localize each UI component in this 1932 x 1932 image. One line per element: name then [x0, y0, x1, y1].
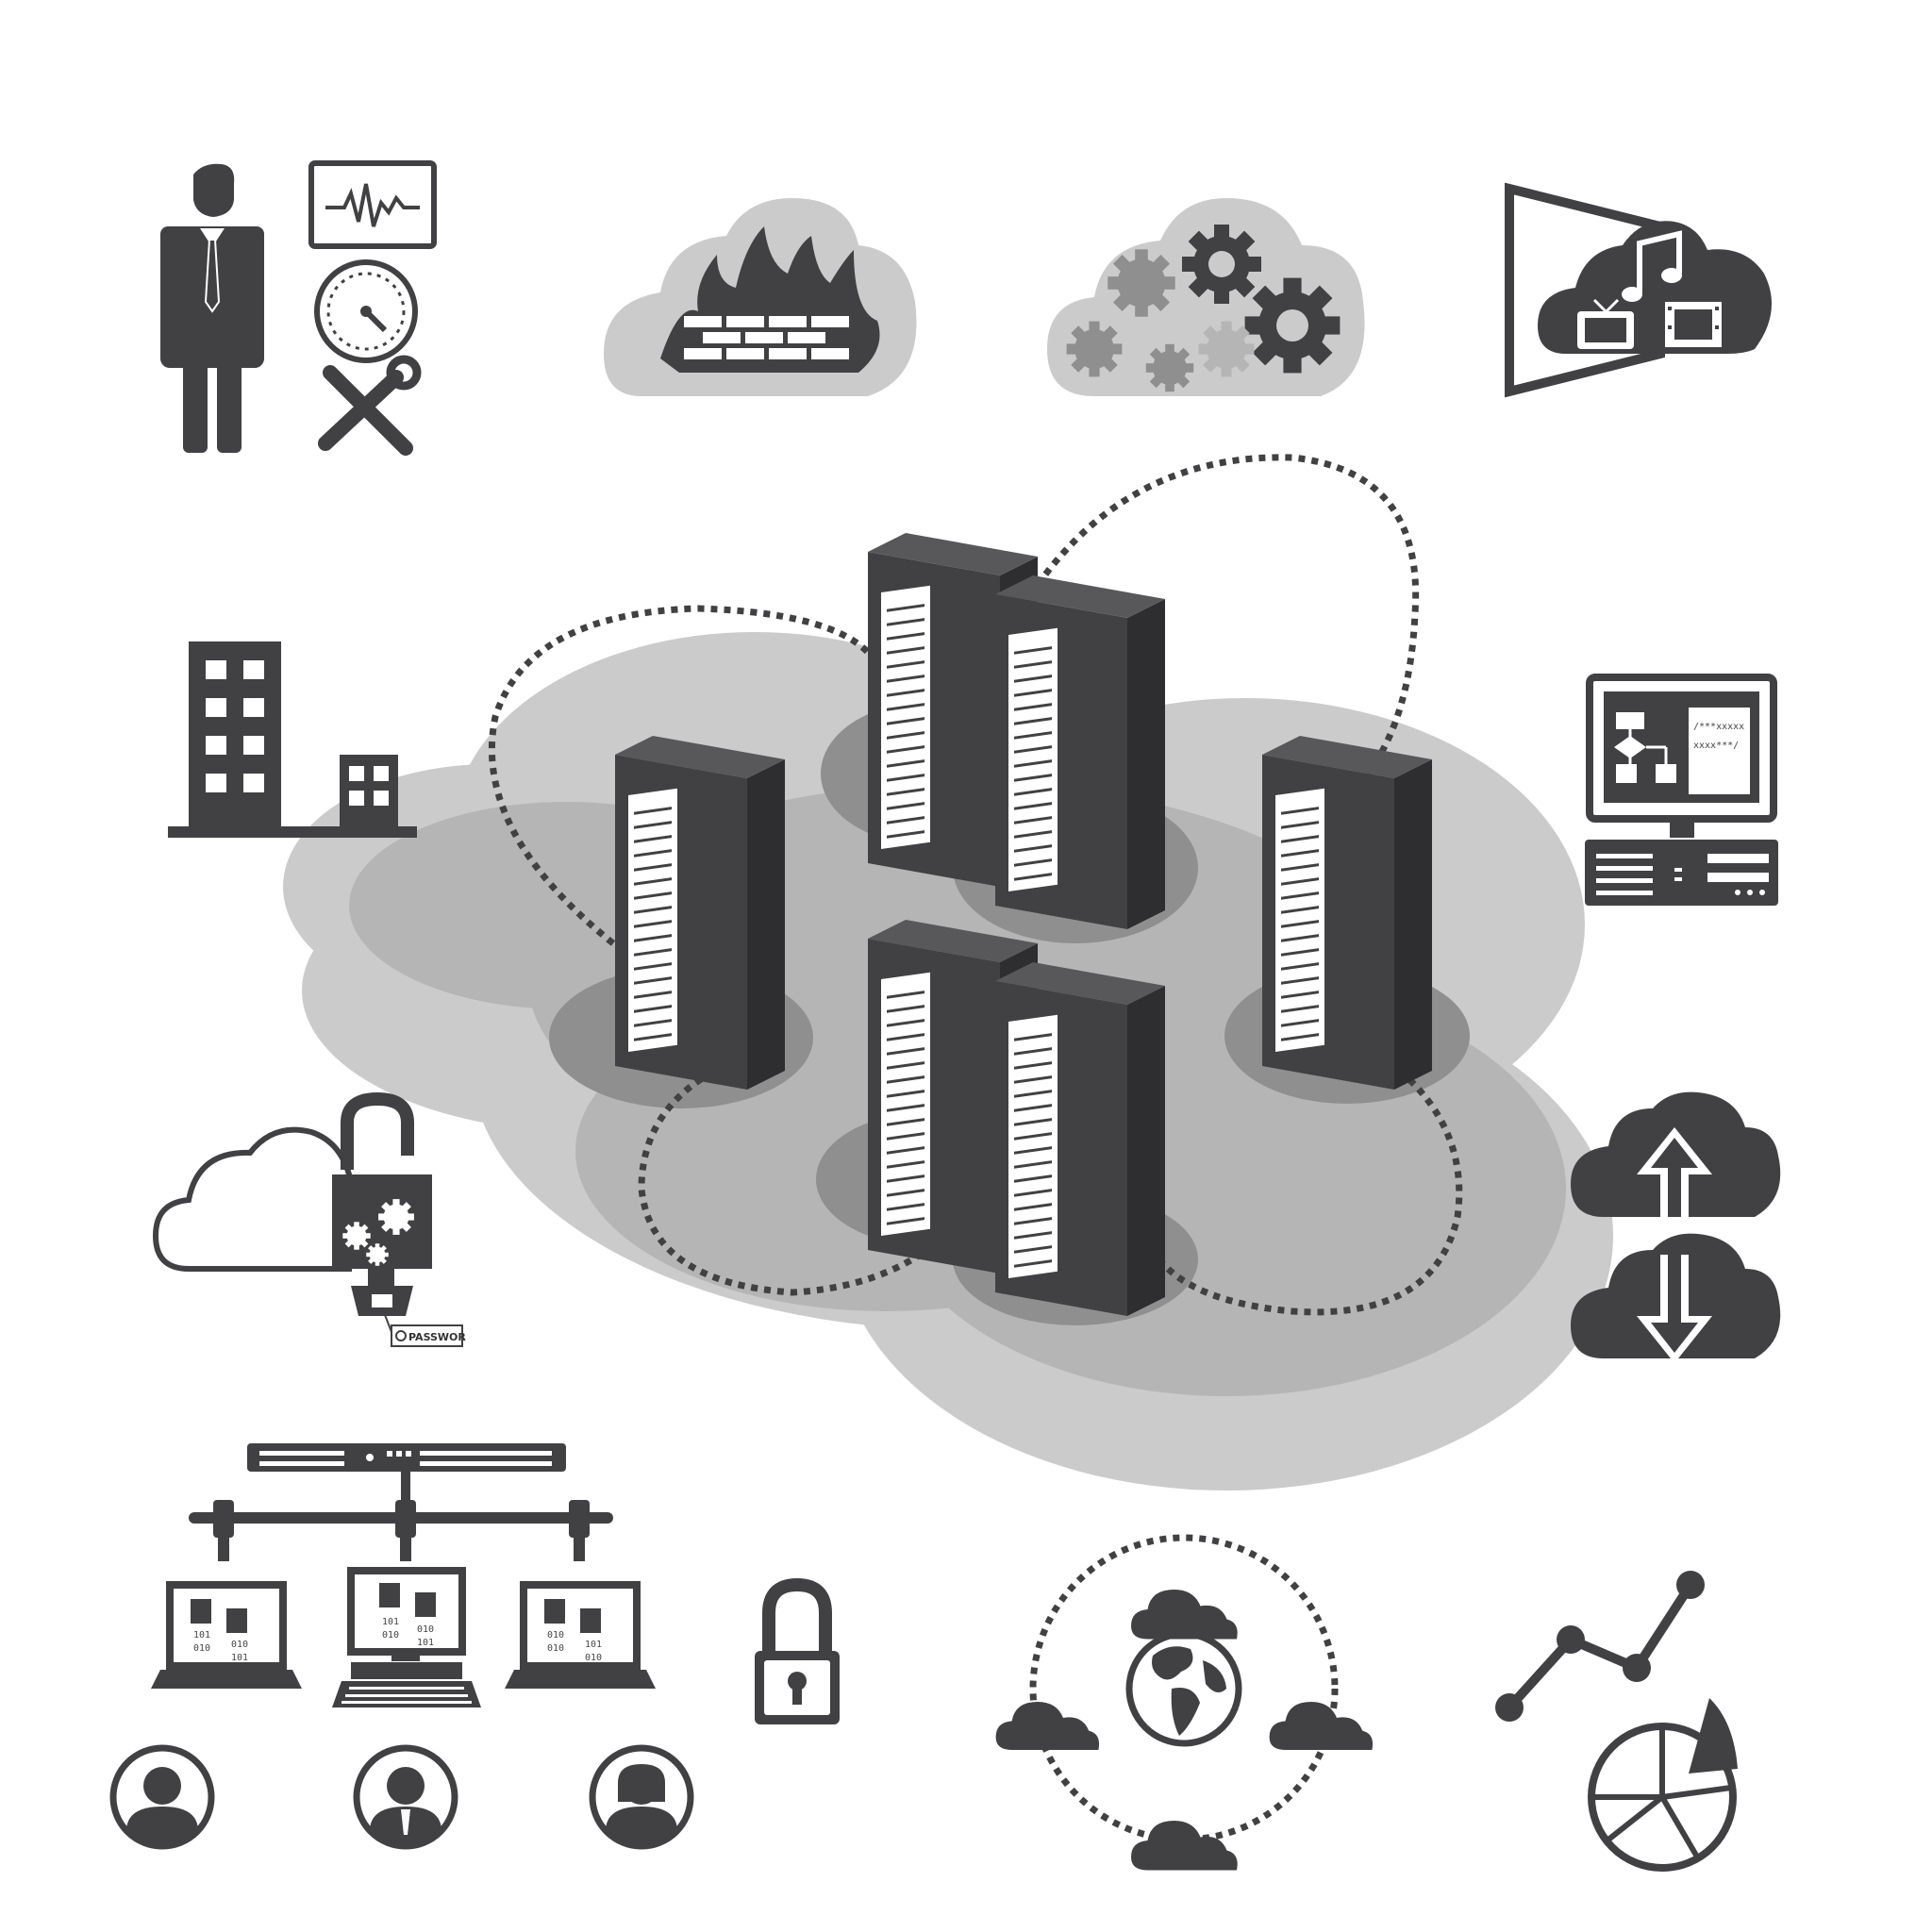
- code-line-1: /***xxxxx: [1693, 722, 1744, 732]
- binary-line: 010: [193, 1643, 210, 1654]
- cloud-upload-icon: [1571, 1091, 1781, 1217]
- binary-line: 101: [417, 1638, 434, 1648]
- server-rack-icon: [993, 574, 1167, 931]
- binary-line: 010: [382, 1630, 399, 1641]
- padlock-icon: [755, 1577, 840, 1724]
- user-avatars: [113, 1748, 691, 1846]
- pulse-monitor-icon: [308, 160, 437, 249]
- server-rack-icon: [993, 960, 1167, 1318]
- binary-line: 010: [547, 1630, 564, 1641]
- binary-line: 101: [382, 1617, 399, 1627]
- firewall-cloud-icon: [604, 198, 917, 396]
- binary-line: 010: [193, 1611, 210, 1622]
- connection-loops: [489, 454, 1463, 1316]
- binary-line: 010: [547, 1643, 564, 1654]
- server-rack-icon: [613, 734, 787, 1091]
- global-cloud-network-icon: [995, 1534, 1374, 1871]
- code-workstation-icon: /***xxxxx xxxx***/: [1585, 674, 1778, 906]
- cloud-lock-icon: PASSWOR: [152, 1091, 466, 1347]
- server-rack-icon: [1260, 734, 1434, 1091]
- binary-line: 010: [231, 1640, 248, 1650]
- network-hub-icon: 010 101 010 010 101 101 010 010 101 010 …: [151, 1443, 656, 1707]
- binary-line: 101: [585, 1640, 602, 1650]
- binary-line: 010: [417, 1624, 434, 1635]
- user-avatar-icon: [113, 1748, 211, 1846]
- office-building-icon: [168, 641, 417, 838]
- code-line-2: xxxx***/: [1693, 741, 1739, 751]
- cloud-download-icon: [1571, 1233, 1781, 1363]
- gears-cloud-icon: [1047, 198, 1365, 396]
- binary-line: 101: [193, 1630, 210, 1641]
- media-cloud-icon: [1505, 182, 1772, 398]
- businessman-icon: [160, 163, 264, 453]
- analytics-icon: [1495, 1571, 1738, 1872]
- gauge-icon: [314, 259, 418, 363]
- binary-line: 101: [231, 1653, 248, 1663]
- binary-line: 010: [585, 1653, 602, 1663]
- tools-icon: [318, 355, 422, 456]
- password-tag: PASSWOR: [408, 1331, 466, 1343]
